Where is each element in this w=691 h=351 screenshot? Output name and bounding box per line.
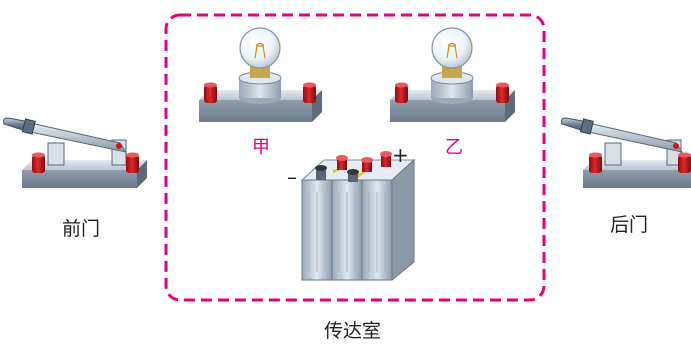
terminal-icon (32, 152, 45, 173)
room-label: 传达室 (324, 320, 382, 342)
battery-positive-terminal-icon (380, 151, 392, 167)
front-door-switch (3, 117, 147, 188)
light-bulb-icon (239, 27, 281, 69)
bulb-a-label: 甲 (252, 137, 270, 158)
battery-pack (300, 151, 416, 282)
light-bulb-icon (431, 27, 473, 69)
bulb-b-label: 乙 (445, 137, 463, 158)
terminal-icon (303, 82, 316, 103)
terminal-icon (126, 152, 139, 173)
terminal-icon (496, 82, 509, 103)
terminal-icon (678, 152, 691, 173)
back-door-switch (561, 117, 691, 188)
bulb-a (199, 27, 322, 122)
room-boundary (164, 13, 546, 302)
terminal-icon (395, 82, 408, 103)
battery-positive-label: + (392, 143, 409, 167)
back-door-label: 后门 (610, 214, 649, 236)
bulb-b (390, 27, 515, 122)
terminal-icon (204, 82, 217, 103)
battery-negative-terminal-icon (315, 165, 327, 180)
front-door-label: 前门 (62, 218, 101, 240)
terminal-icon (589, 152, 602, 173)
battery-negative-label: – (287, 165, 297, 189)
